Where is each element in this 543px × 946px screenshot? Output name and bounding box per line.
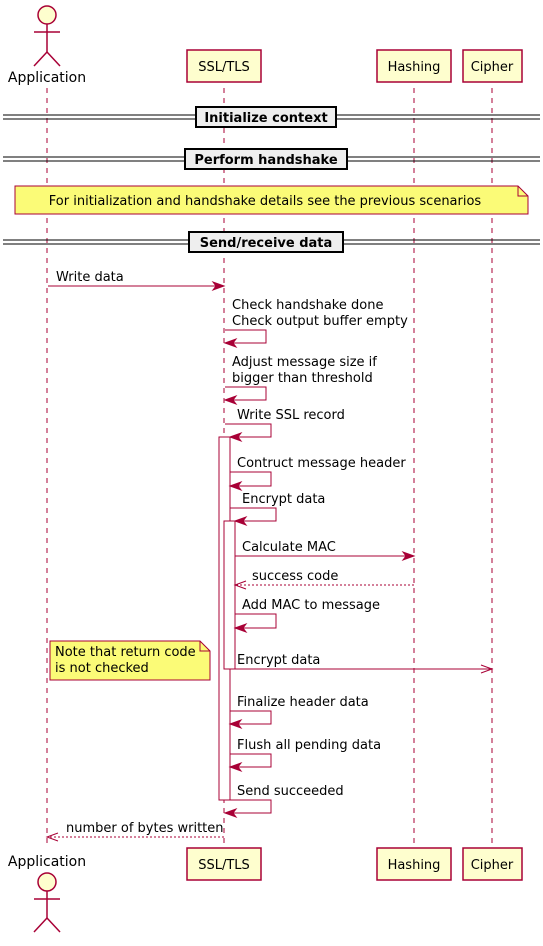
svg-text:SSL/TLS: SSL/TLS — [198, 858, 250, 873]
activation-ssl-inner — [223, 520, 236, 670]
svg-text:Hashing: Hashing — [388, 60, 441, 75]
message-check-handshake: Check handshake done Check output buffer… — [223, 298, 408, 349]
svg-text:Finalize header data: Finalize header data — [237, 695, 369, 710]
actor-application-bottom — [33, 872, 61, 933]
svg-text:Perform handshake: Perform handshake — [194, 153, 337, 168]
svg-text:Flush all pending data: Flush all pending data — [237, 738, 381, 753]
participant-application-bottom-label: Application — [8, 854, 86, 870]
message-encrypt-data: Encrypt data — [230, 492, 325, 527]
divider-initialize-context: Initialize context — [3, 106, 540, 128]
message-adjust-size: Adjust message size if bigger than thres… — [223, 355, 377, 406]
svg-text:Initialize context: Initialize context — [204, 111, 327, 126]
svg-text:Send/receive data: Send/receive data — [200, 236, 333, 251]
participant-cipher-top: Cipher — [462, 49, 523, 83]
message-send-succeeded: Send succeeded — [223, 784, 344, 819]
svg-text:Add MAC to message: Add MAC to message — [242, 598, 380, 613]
svg-text:Check output buffer empty: Check output buffer empty — [232, 314, 408, 329]
svg-text:Write SSL record: Write SSL record — [237, 408, 345, 423]
svg-text:bigger than threshold: bigger than threshold — [232, 371, 373, 386]
svg-text:Check handshake done: Check handshake done — [232, 298, 383, 313]
svg-text:is not checked: is not checked — [55, 661, 149, 676]
participant-ssl-top: SSL/TLS — [186, 49, 262, 83]
message-calculate-mac: Calculate MAC — [235, 540, 416, 562]
svg-text:Note that return code: Note that return code — [55, 645, 196, 660]
svg-text:Cipher: Cipher — [471, 858, 514, 873]
message-success-code: success code — [233, 569, 414, 590]
message-finalize-header: Finalize header data — [228, 695, 369, 730]
message-add-mac: Add MAC to message — [233, 598, 380, 634]
svg-text:number of bytes written: number of bytes written — [66, 821, 224, 836]
svg-text:Adjust message size if: Adjust message size if — [232, 355, 377, 370]
message-bytes-written: number of bytes written — [45, 821, 224, 842]
svg-text:Send succeeded: Send succeeded — [237, 784, 344, 799]
message-flush-pending: Flush all pending data — [228, 738, 381, 773]
message-write-data: Write data — [48, 270, 226, 292]
participant-hashing-bottom: Hashing — [376, 847, 452, 881]
svg-text:Hashing: Hashing — [388, 858, 441, 873]
svg-text:Encrypt data: Encrypt data — [242, 492, 325, 507]
svg-text:SSL/TLS: SSL/TLS — [198, 60, 250, 75]
note-return-code: Note that return code is not checked — [49, 640, 211, 681]
svg-text:Cipher: Cipher — [471, 60, 514, 75]
svg-text:Encrypt data: Encrypt data — [237, 653, 320, 668]
participant-cipher-bottom: Cipher — [462, 847, 523, 881]
svg-text:Contruct message header: Contruct message header — [237, 456, 406, 471]
svg-text:For initialization and handsha: For initialization and handshake details… — [49, 194, 482, 209]
message-write-ssl-record: Write SSL record — [225, 408, 345, 443]
participant-ssl-bottom: SSL/TLS — [186, 847, 262, 881]
note-details: For initialization and handshake details… — [14, 185, 529, 215]
svg-text:success code: success code — [252, 569, 338, 584]
participant-application-label: Application — [8, 70, 86, 86]
divider-perform-handshake: Perform handshake — [3, 148, 540, 170]
divider-send-receive: Send/receive data — [3, 231, 540, 253]
svg-text:Calculate MAC: Calculate MAC — [242, 540, 336, 555]
actor-application-top — [33, 5, 61, 67]
message-encrypt-data-cipher: Encrypt data — [235, 653, 494, 674]
participant-hashing-top: Hashing — [376, 49, 452, 83]
message-construct-header: Contruct message header — [228, 456, 406, 492]
svg-text:Write data: Write data — [56, 270, 124, 285]
